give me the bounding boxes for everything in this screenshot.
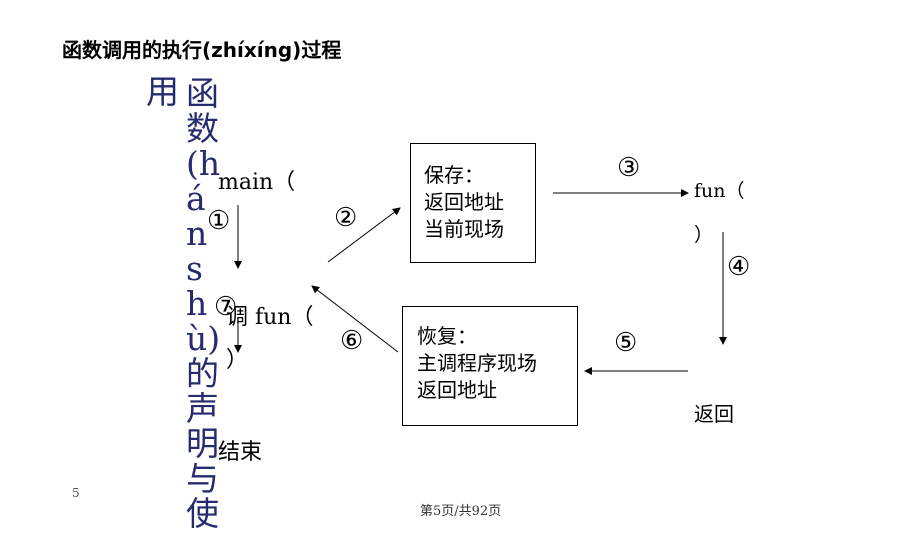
main-label: main（ bbox=[218, 170, 296, 195]
arrow-to-save bbox=[327, 207, 401, 263]
fun-close-paren: ） bbox=[694, 224, 714, 246]
fun-label: fun（ bbox=[694, 180, 745, 202]
page-indicator: 第5页/共92页 bbox=[420, 504, 502, 519]
step-5: ⑤ bbox=[614, 328, 638, 358]
step-1: ① bbox=[207, 206, 231, 236]
vertical-title-col1: 用 bbox=[146, 72, 179, 111]
step-4: ④ bbox=[727, 252, 751, 282]
step-3: ③ bbox=[617, 153, 641, 183]
flow-arrows bbox=[234, 189, 727, 375]
slide-number: 5 bbox=[72, 486, 80, 500]
step-6: ⑥ bbox=[340, 326, 364, 356]
restore-box-line-3: 返回地址 bbox=[417, 378, 497, 402]
slide-title: 函数调用的执行(zhíxíng)过程 bbox=[62, 38, 342, 62]
restore-box-line-2: 主调程序现场 bbox=[417, 351, 537, 375]
end-label: 结束 bbox=[218, 440, 263, 465]
restore-box-line-1: 恢复： bbox=[417, 324, 477, 348]
return-label: 返回 bbox=[694, 402, 734, 426]
call-fun-label: 调 fun（ bbox=[226, 305, 314, 330]
arrow-restore-to-main bbox=[311, 285, 399, 353]
step-2: ② bbox=[334, 203, 358, 233]
step-7: ⑦ bbox=[214, 292, 238, 322]
save-box: 保存： 返回地址 当前现场 bbox=[410, 143, 536, 263]
save-box-line-2: 返回地址 bbox=[424, 190, 504, 214]
restore-box: 恢复： 主调程序现场 返回地址 bbox=[402, 306, 578, 426]
save-box-line-3: 当前现场 bbox=[424, 217, 504, 241]
vertical-title-col2: 函数(hánshù)的声明与使 bbox=[186, 74, 221, 533]
save-box-line-1: 保存： bbox=[424, 163, 484, 187]
main-close-paren: ） bbox=[226, 348, 249, 373]
